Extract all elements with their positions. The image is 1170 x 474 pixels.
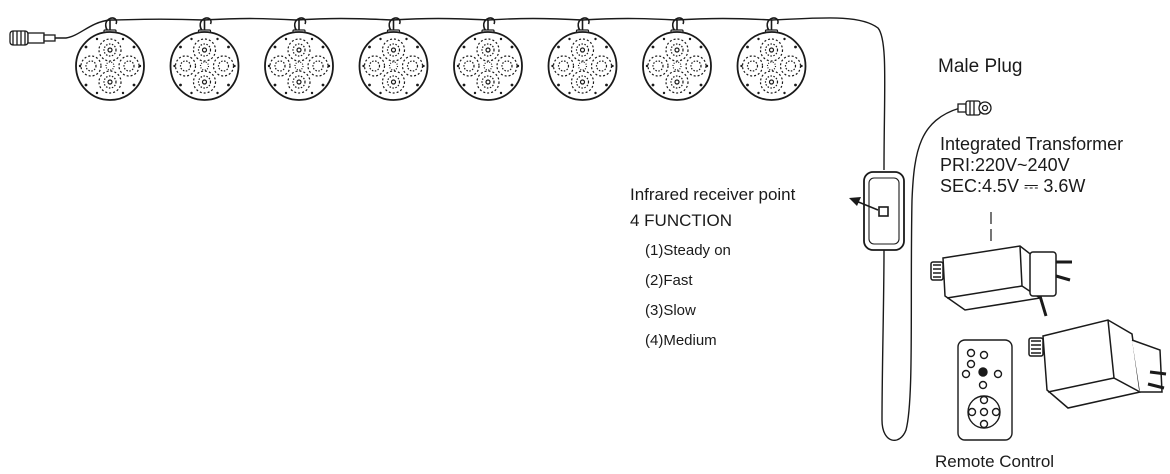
male-plug-label: Male Plug bbox=[938, 56, 1023, 77]
function-title: 4 FUNCTION bbox=[630, 211, 732, 230]
controller-cable bbox=[881, 107, 961, 441]
lantern-icon bbox=[453, 17, 523, 101]
lantern-icon bbox=[642, 17, 712, 101]
function-item: (1)Steady on bbox=[645, 242, 731, 259]
transformer-upper-icon bbox=[930, 245, 1072, 317]
function-item: (4)Medium bbox=[645, 332, 717, 349]
lantern-icon bbox=[264, 17, 334, 101]
function-item: (3)Slow bbox=[645, 302, 696, 319]
lantern-icon bbox=[75, 17, 145, 101]
transformer-title: Integrated Transformer bbox=[940, 134, 1124, 154]
lantern-icon bbox=[358, 17, 429, 101]
infrared-label: Infrared receiver point bbox=[630, 185, 796, 204]
male-plug-icon bbox=[957, 100, 992, 116]
infrared-arrow-icon bbox=[849, 197, 879, 211]
controller-box-icon bbox=[863, 171, 905, 251]
transformer-pri: PRI:220V~240V bbox=[940, 155, 1070, 175]
lantern-icon bbox=[547, 17, 618, 101]
remote-control-icon bbox=[957, 339, 1013, 441]
tail-connector-icon bbox=[9, 30, 56, 46]
lantern-icon bbox=[169, 17, 240, 101]
lanterns bbox=[75, 17, 807, 101]
remote-control-label: Remote Control bbox=[935, 452, 1055, 471]
transformer-sec: SEC:4.5V ⎓ 3.6W bbox=[940, 176, 1086, 196]
transformer-lower-icon bbox=[1028, 319, 1167, 409]
lantern-icon bbox=[736, 17, 807, 101]
function-item: (2)Fast bbox=[645, 272, 693, 289]
string-wire bbox=[55, 17, 886, 171]
